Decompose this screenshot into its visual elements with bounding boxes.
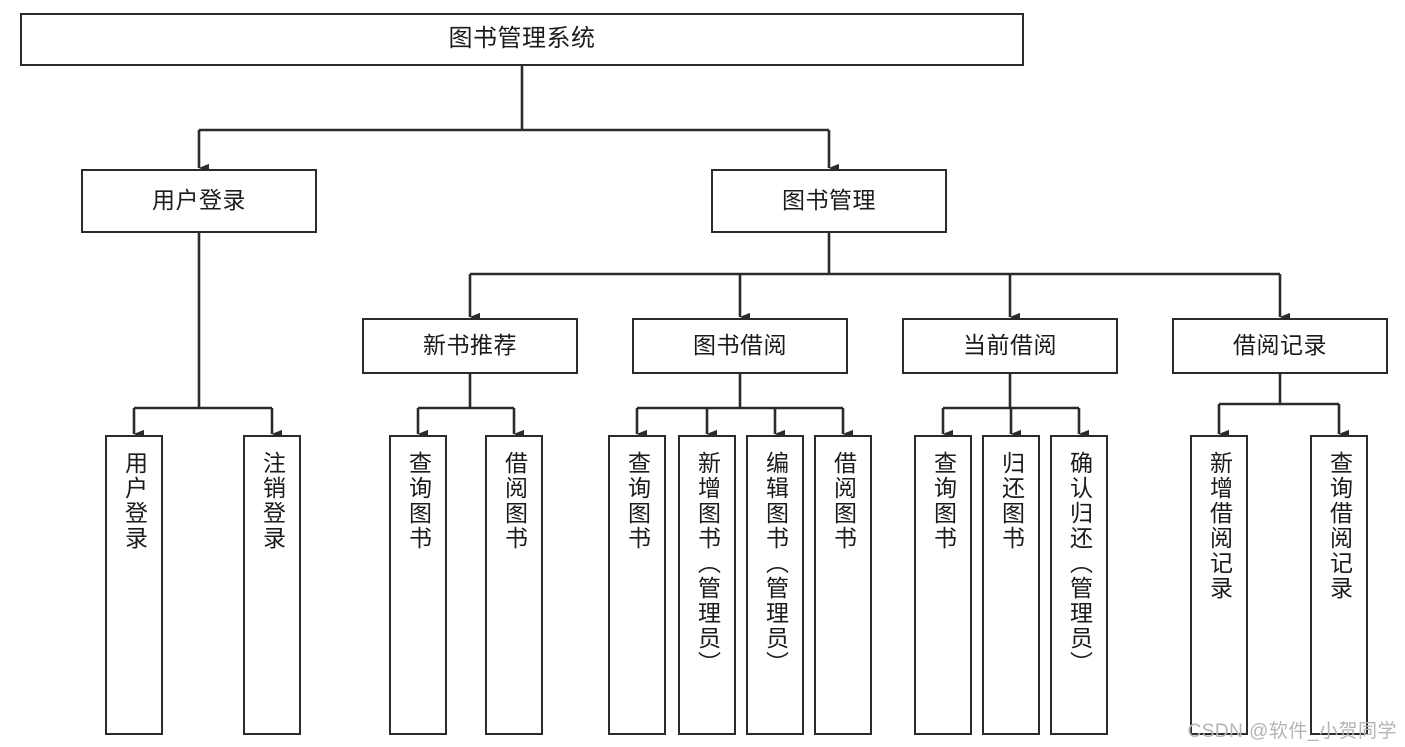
- node-leaf-user-logout[interactable]: 注销登录: [243, 435, 301, 735]
- node-borrow-record[interactable]: 借阅记录: [1172, 318, 1388, 374]
- node-leaf-confirm-return[interactable]: 确认归还（管理员）: [1050, 435, 1108, 735]
- node-label: 借阅图书: [830, 451, 857, 551]
- watermark-text: CSDN @软件_小贺同学: [1187, 721, 1397, 742]
- node-label: 图书管理: [782, 187, 876, 214]
- node-label: 用户登录: [121, 451, 148, 551]
- node-leaf-add-book[interactable]: 新增图书（管理员）: [678, 435, 736, 735]
- node-user-login[interactable]: 用户登录: [81, 169, 317, 233]
- node-root-system[interactable]: 图书管理系统: [20, 13, 1024, 66]
- node-label: 图书管理系统: [448, 25, 596, 53]
- node-label: 用户登录: [152, 187, 246, 214]
- node-label: 确认归还（管理员）: [1066, 451, 1093, 676]
- node-new-book-recommend[interactable]: 新书推荐: [362, 318, 578, 374]
- node-label: 新增借阅记录: [1206, 451, 1233, 601]
- node-label: 归还图书: [998, 451, 1025, 551]
- node-leaf-user-login[interactable]: 用户登录: [105, 435, 163, 735]
- node-leaf-query-record[interactable]: 查询借阅记录: [1310, 435, 1368, 735]
- node-leaf-query-book-2[interactable]: 查询图书: [608, 435, 666, 735]
- node-label: 新增图书（管理员）: [694, 451, 721, 676]
- node-label: 注销登录: [259, 451, 286, 551]
- node-leaf-edit-book[interactable]: 编辑图书（管理员）: [746, 435, 804, 735]
- node-leaf-query-book-1[interactable]: 查询图书: [389, 435, 447, 735]
- node-book-manage[interactable]: 图书管理: [711, 169, 947, 233]
- node-label: 当前借阅: [963, 332, 1057, 359]
- node-leaf-add-record[interactable]: 新增借阅记录: [1190, 435, 1248, 735]
- node-leaf-return-book[interactable]: 归还图书: [982, 435, 1040, 735]
- node-current-borrow[interactable]: 当前借阅: [902, 318, 1118, 374]
- node-leaf-borrow-book-1[interactable]: 借阅图书: [485, 435, 543, 735]
- node-label: 图书借阅: [693, 332, 787, 359]
- node-leaf-borrow-book-2[interactable]: 借阅图书: [814, 435, 872, 735]
- node-label: 新书推荐: [423, 332, 517, 359]
- node-label: 查询图书: [405, 451, 432, 551]
- node-label: 查询借阅记录: [1326, 451, 1353, 601]
- node-leaf-query-book-3[interactable]: 查询图书: [914, 435, 972, 735]
- node-label: 编辑图书（管理员）: [762, 451, 789, 676]
- node-label: 查询图书: [624, 451, 651, 551]
- node-book-borrow[interactable]: 图书借阅: [632, 318, 848, 374]
- node-label: 借阅记录: [1233, 332, 1327, 359]
- node-label: 查询图书: [930, 451, 957, 551]
- node-label: 借阅图书: [501, 451, 528, 551]
